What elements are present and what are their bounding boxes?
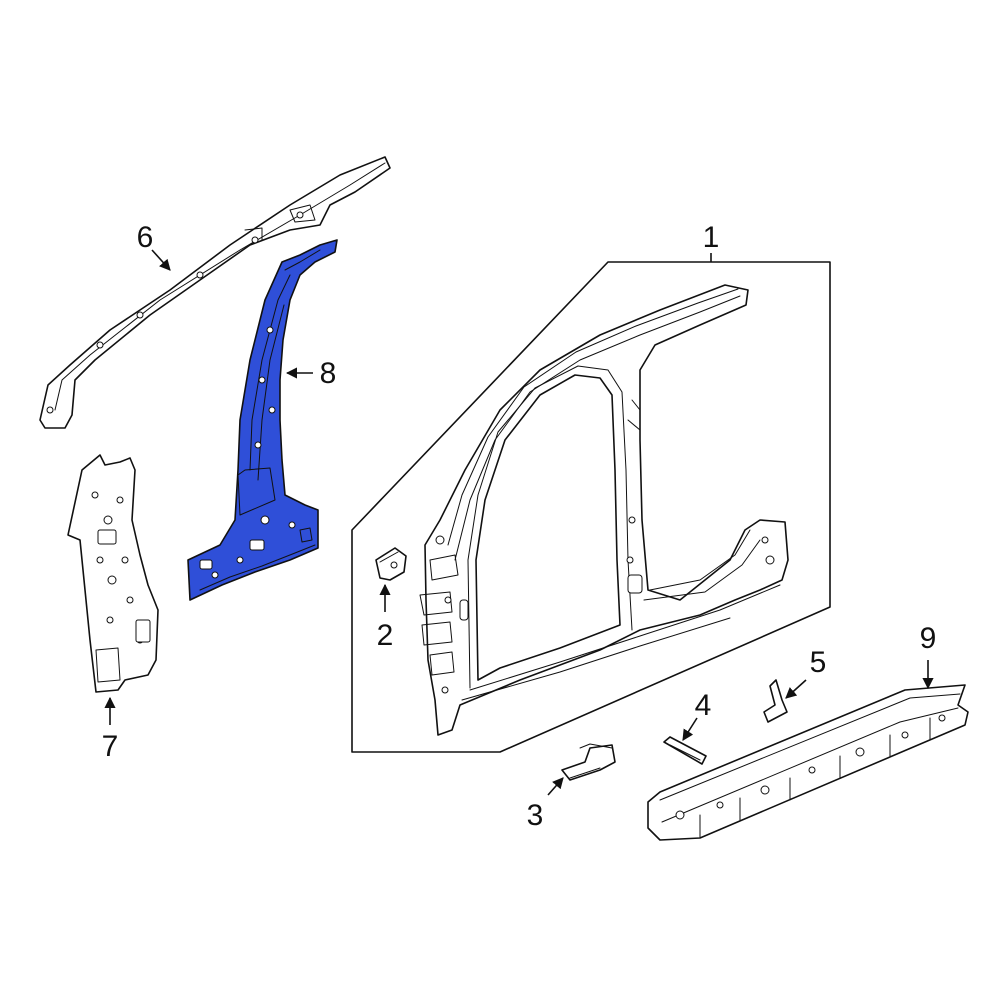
part-5-clip [763, 679, 788, 723]
callout-9: 9 [920, 622, 937, 655]
callout-3: 3 [527, 799, 544, 832]
callout-1: 1 [703, 221, 720, 254]
leader-5 [785, 679, 807, 699]
body-side-assembly [351, 261, 831, 753]
callout-7: 7 [102, 730, 119, 763]
part-4-reinforcement [663, 736, 707, 765]
callout-2: 2 [377, 619, 394, 652]
callout-5: 5 [810, 646, 827, 679]
assembly-boundary-box [351, 261, 831, 753]
leader-6 [151, 249, 171, 271]
leader-lines [104, 249, 934, 796]
part-7-lower-pillar [67, 454, 159, 693]
leader-3 [547, 777, 564, 796]
callout-4: 4 [695, 689, 712, 722]
callout-8: 8 [320, 357, 337, 390]
callout-6: 6 [137, 221, 154, 254]
part-8-b-pillar [187, 239, 338, 601]
callout-labels: 1 2 3 4 5 6 7 8 9 [102, 221, 937, 832]
leader-4 [682, 717, 698, 741]
part-2-bracket [375, 547, 407, 581]
part-6-roof-rail [39, 156, 391, 429]
body-side-frame [424, 284, 789, 736]
part-9-rocker [647, 684, 969, 841]
front-door-opening [475, 374, 621, 681]
part-3-bracket [561, 743, 616, 781]
